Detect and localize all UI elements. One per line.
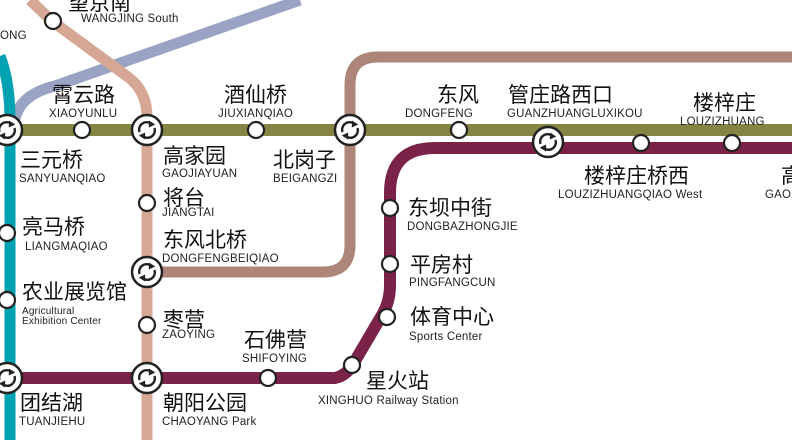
station-label-en: GAOJIAYUAN bbox=[162, 168, 238, 180]
station-label-cn: 星火站 bbox=[366, 369, 429, 393]
station-marker-tiyu-zhongxin[interactable] bbox=[377, 307, 397, 327]
station-label-cn: 石佛营 bbox=[244, 328, 307, 352]
station-label-en: LOUZIZHUANG bbox=[680, 116, 765, 128]
transfer-arrows-icon[interactable] bbox=[531, 125, 565, 159]
transfer-arrows-icon[interactable] bbox=[130, 255, 164, 289]
station-label-cn: 高家园 bbox=[163, 144, 226, 168]
station-label-en: JIUXIANQIAO bbox=[218, 108, 294, 120]
station-label-cn: 朝阳公园 bbox=[163, 391, 247, 415]
station-label-en: WANGJING South bbox=[81, 13, 179, 25]
station-marker-xiaoyunlu[interactable] bbox=[72, 120, 92, 140]
station-label-en: ZAOYING bbox=[162, 329, 216, 341]
light-brown-line bbox=[147, 51, 792, 278]
station-marker-liangmaqiao[interactable] bbox=[0, 223, 17, 243]
station-marker-wangjing-nan[interactable] bbox=[43, 11, 63, 31]
station-label-cn: 酒仙桥 bbox=[224, 83, 287, 107]
station-label-en: LIANGMAQIAO bbox=[25, 241, 108, 253]
station-label-cn: 楼梓庄桥西 bbox=[584, 164, 689, 188]
station-label-en: Agricultural Exhibition Center bbox=[22, 306, 102, 327]
station-marker-zaoying[interactable] bbox=[137, 315, 157, 335]
transfer-arrows-icon[interactable] bbox=[130, 361, 164, 395]
station-label-cn: 枣营 bbox=[163, 308, 205, 332]
transfer-arrows-icon[interactable] bbox=[130, 113, 164, 147]
station-label-cn: 体育中心 bbox=[410, 305, 494, 329]
station-label-cn: 亮马桥 bbox=[22, 215, 85, 239]
station-label-en: BEIGANGZI bbox=[273, 173, 338, 185]
station-label-cn: 北岗子 bbox=[273, 148, 336, 172]
station-marker-dongbazhongjie[interactable] bbox=[380, 198, 400, 218]
station-label-cn: 东风 bbox=[437, 83, 479, 107]
station-label-cn: 农业展览馆 bbox=[22, 280, 127, 304]
station-label-cn: 将台 bbox=[163, 186, 205, 210]
station-label-cn: 团结湖 bbox=[20, 391, 83, 415]
station-label-en: DONGFENG bbox=[405, 108, 474, 120]
station-label-en: PINGFANGCUN bbox=[409, 277, 496, 289]
station-label-en: TUANJIEHU bbox=[19, 416, 86, 428]
station-label-en: JIANGTAI bbox=[162, 207, 215, 219]
transfer-arrows-icon[interactable] bbox=[0, 113, 24, 147]
station-label-cn: 管庄路西口 bbox=[508, 83, 613, 107]
station-label-cn: 望京南 bbox=[68, 0, 131, 15]
station-label-en: CHAOYANG Park bbox=[162, 416, 257, 428]
transfer-arrows-icon[interactable] bbox=[333, 113, 367, 147]
station-marker-jiangtai[interactable] bbox=[137, 193, 157, 213]
station-label-cn: 东风北桥 bbox=[163, 228, 247, 252]
station-label-en: DONGFENGBEIQIAO bbox=[162, 253, 279, 265]
station-label-cn: 平房村 bbox=[410, 253, 473, 277]
station-label-cn: 楼梓庄 bbox=[693, 91, 756, 115]
station-marker-louzizhuang[interactable] bbox=[722, 133, 742, 153]
station-markers bbox=[0, 11, 742, 388]
station-label-en: GAO bbox=[765, 189, 792, 201]
station-label-en: XIAOYUNLU bbox=[49, 108, 118, 120]
station-label-en: GUANZHUANGLUXIKOU bbox=[507, 108, 643, 120]
station-label-en: SHIFOYING bbox=[242, 353, 308, 365]
station-label-en: ONG bbox=[0, 30, 27, 42]
station-label-en: XINGHUO Railway Station bbox=[318, 395, 459, 407]
maroon-line bbox=[0, 142, 792, 384]
station-label-en: DONGBAZHONGJIE bbox=[407, 221, 518, 233]
station-label-cn: 三元桥 bbox=[20, 148, 83, 172]
station-label-cn: 高 bbox=[781, 164, 792, 188]
station-marker-dongfeng[interactable] bbox=[449, 120, 469, 140]
station-marker-nongye-zhanlanguan[interactable] bbox=[0, 290, 17, 310]
station-marker-xinghuo[interactable] bbox=[342, 355, 362, 375]
station-marker-pingfangcun[interactable] bbox=[380, 254, 400, 274]
station-label-en: SANYUANQIAO bbox=[19, 173, 106, 185]
station-marker-shifoying[interactable] bbox=[258, 368, 278, 388]
transfer-arrows-icon[interactable] bbox=[0, 361, 24, 395]
station-marker-jiuxianqiao[interactable] bbox=[246, 120, 266, 140]
station-label-en: Sports Center bbox=[409, 331, 483, 343]
station-label-cn: 东坝中街 bbox=[408, 196, 492, 220]
station-marker-louzizhuangqiao-xi[interactable] bbox=[631, 133, 651, 153]
station-label-cn: 霄云路 bbox=[52, 83, 115, 107]
station-label-en: LOUZIZHUANGQIAO West bbox=[558, 189, 703, 201]
